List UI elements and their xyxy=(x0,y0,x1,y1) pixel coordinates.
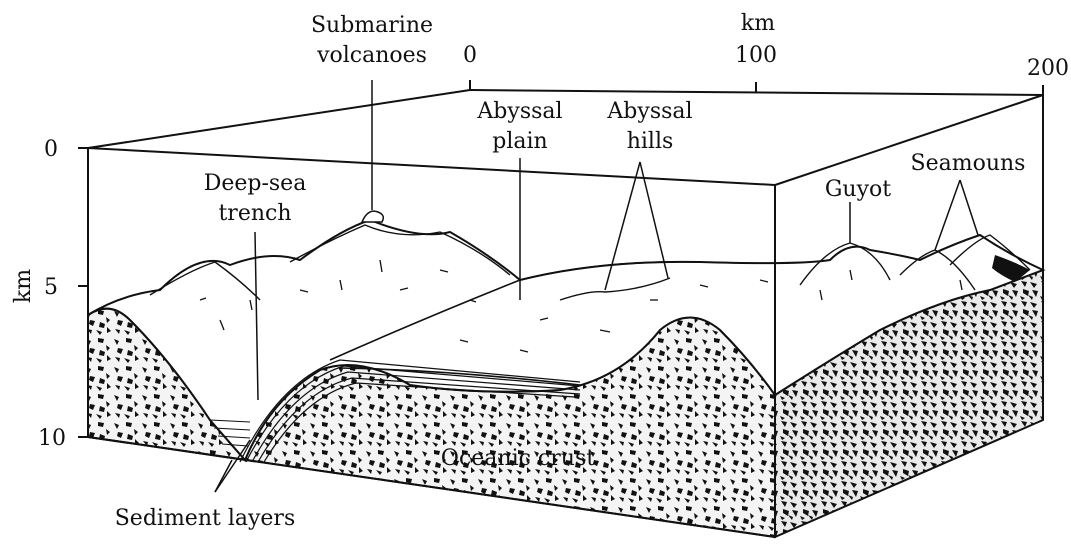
label-abyssal-plain-1: Abyssal xyxy=(476,99,562,124)
left-tick-10: 10 xyxy=(38,426,66,451)
label-volcanoes: volcanoes xyxy=(316,43,427,68)
label-abyssal-hills-2: hills xyxy=(627,129,674,154)
label-abyssal-hills-1: Abyssal xyxy=(606,99,692,124)
left-tick-5: 5 xyxy=(44,275,58,300)
label-oceanic-crust: Oceanic crust xyxy=(441,446,595,471)
top-tick-100: 100 xyxy=(735,43,777,68)
top-tick-200: 200 xyxy=(1027,56,1069,81)
top-unit: km xyxy=(741,11,775,36)
label-submarine: Submarine xyxy=(311,13,433,38)
left-scale xyxy=(78,148,88,437)
label-guyot: Guyot xyxy=(825,177,891,202)
volcano-summit xyxy=(362,211,383,222)
label-trench: trench xyxy=(218,201,291,226)
top-tick-0: 0 xyxy=(463,43,477,68)
label-deep-sea: Deep-sea xyxy=(204,171,307,196)
label-sediment-layers: Sediment layers xyxy=(115,506,296,531)
left-unit: km xyxy=(11,269,36,303)
label-seamounts: Seamouns xyxy=(911,151,1026,176)
left-tick-0: 0 xyxy=(44,137,58,162)
label-abyssal-plain-2: plain xyxy=(492,129,547,154)
